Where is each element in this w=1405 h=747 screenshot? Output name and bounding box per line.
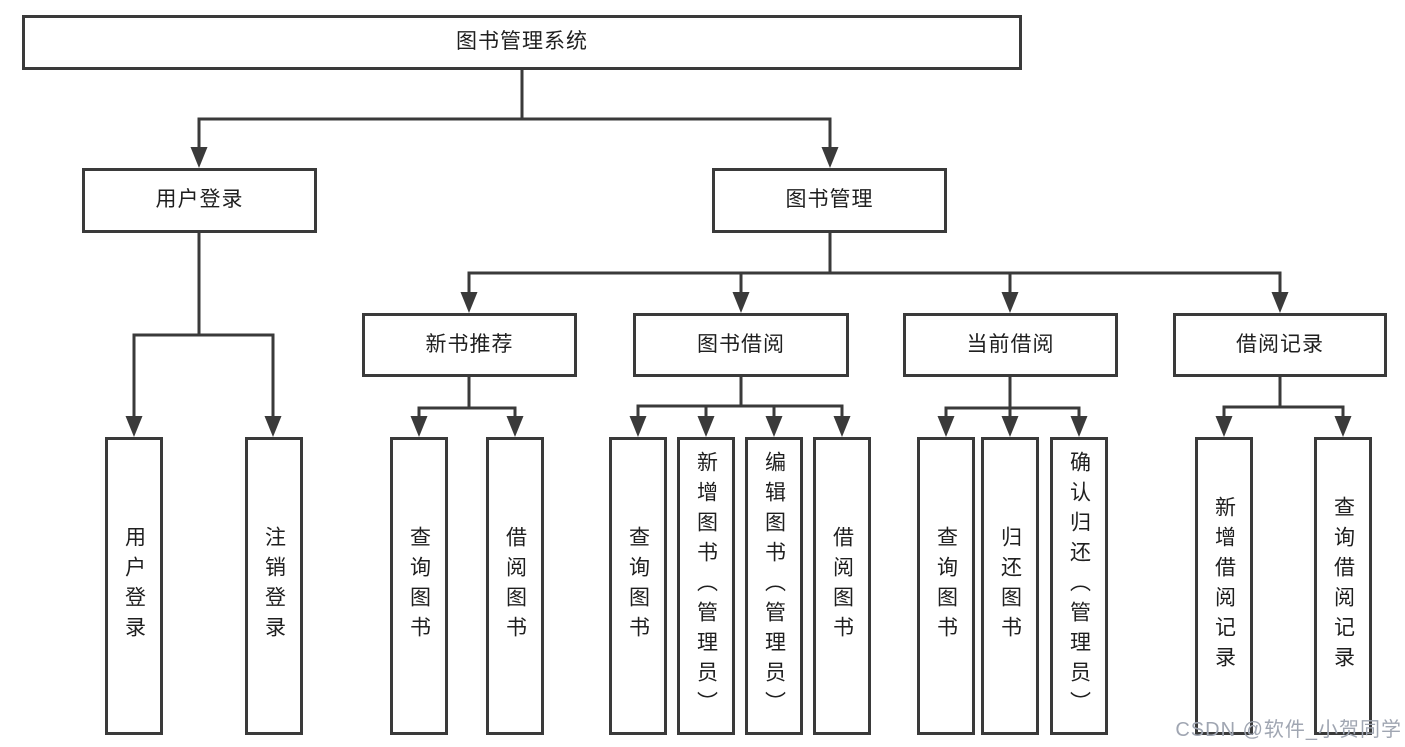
leaf-current-confirm-return-admin: 确认归还（管理员） (1050, 437, 1108, 735)
leaf-borrow-query-book: 查询图书 (609, 437, 667, 735)
leaf-record-query-borrow-record: 查询借阅记录 (1314, 437, 1372, 735)
leaf-record-add-borrow-record: 新增借阅记录 (1195, 437, 1253, 735)
watermark-text: CSDN @软件_小贺同学 (1175, 719, 1402, 741)
node-book-management-group: 图书管理 (712, 168, 947, 233)
node-book-borrow: 图书借阅 (633, 313, 849, 377)
node-borrow-record: 借阅记录 (1173, 313, 1387, 377)
leaf-current-return-book: 归还图书 (981, 437, 1039, 735)
leaf-user-login: 用户登录 (105, 437, 163, 735)
node-new-book-recommend: 新书推荐 (362, 313, 577, 377)
leaf-borrow-edit-book-admin: 编辑图书（管理员） (745, 437, 803, 735)
leaf-recommend-borrow-book: 借阅图书 (486, 437, 544, 735)
leaf-borrow-add-book-admin: 新增图书（管理员） (677, 437, 735, 735)
arrowheads (125, 147, 1352, 437)
node-current-borrow: 当前借阅 (903, 313, 1118, 377)
leaf-current-query-book: 查询图书 (917, 437, 975, 735)
node-root-system: 图书管理系统 (22, 15, 1022, 70)
leaf-borrow-borrow-book: 借阅图书 (813, 437, 871, 735)
node-user-login-group: 用户登录 (82, 168, 317, 233)
leaf-logout-login: 注销登录 (245, 437, 303, 735)
leaf-recommend-query-book: 查询图书 (390, 437, 448, 735)
